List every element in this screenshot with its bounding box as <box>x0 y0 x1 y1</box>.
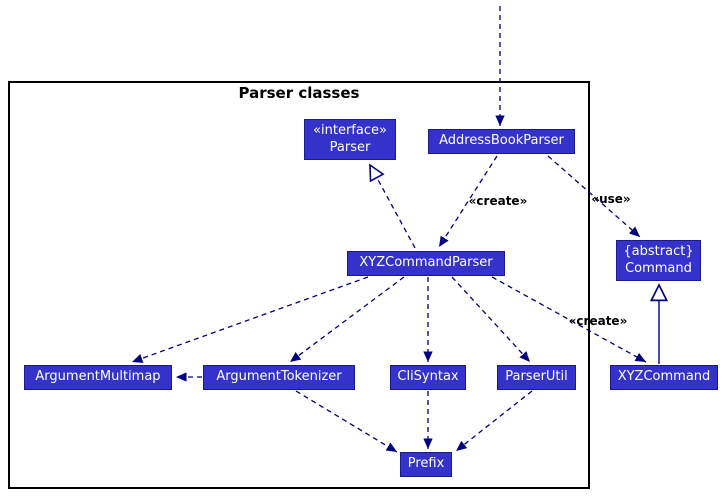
class-box-argumenttokenizer: ArgumentTokenizer <box>203 365 355 390</box>
class-name-addressbookparser: AddressBookParser <box>439 133 564 149</box>
class-name-parserutil: ParserUtil <box>505 369 568 385</box>
class-box-clisyntax: CliSyntax <box>390 365 466 390</box>
class-name-xyzcommandparser: XYZCommandParser <box>359 255 493 271</box>
class-box-prefix: Prefix <box>400 452 452 477</box>
class-box-xyzcommand: XYZCommand <box>610 365 718 390</box>
class-name-prefix: Prefix <box>407 456 445 472</box>
class-box-argumentmultimap: ArgumentMultimap <box>24 365 172 390</box>
class-name-clisyntax: CliSyntax <box>397 369 459 385</box>
class-name-command: Command <box>625 260 692 276</box>
class-name-xyzcommand: XYZCommand <box>617 369 711 385</box>
class-box-command-abstract: {abstract} Command <box>616 240 701 281</box>
frame-title: Parser classes <box>238 84 360 102</box>
class-box-parserutil: ParserUtil <box>497 365 576 390</box>
class-name-parser: Parser <box>329 139 371 155</box>
class-box-addressbookparser: AddressBookParser <box>428 129 575 154</box>
stereotype-abstract: {abstract} <box>623 244 694 260</box>
class-name-argumenttokenizer: ArgumentTokenizer <box>216 369 342 385</box>
class-name-argumentmultimap: ArgumentMultimap <box>35 369 161 385</box>
edge-label-use: «use» <box>591 192 631 206</box>
class-box-parser-interface: «interface» Parser <box>304 119 396 160</box>
edge-label-create-xyzcommand: «create» <box>568 314 628 328</box>
edge-label-create-addressbookparser: «create» <box>468 194 528 208</box>
class-box-xyzcommandparser: XYZCommandParser <box>347 251 505 276</box>
stereotype-interface: «interface» <box>313 123 387 139</box>
